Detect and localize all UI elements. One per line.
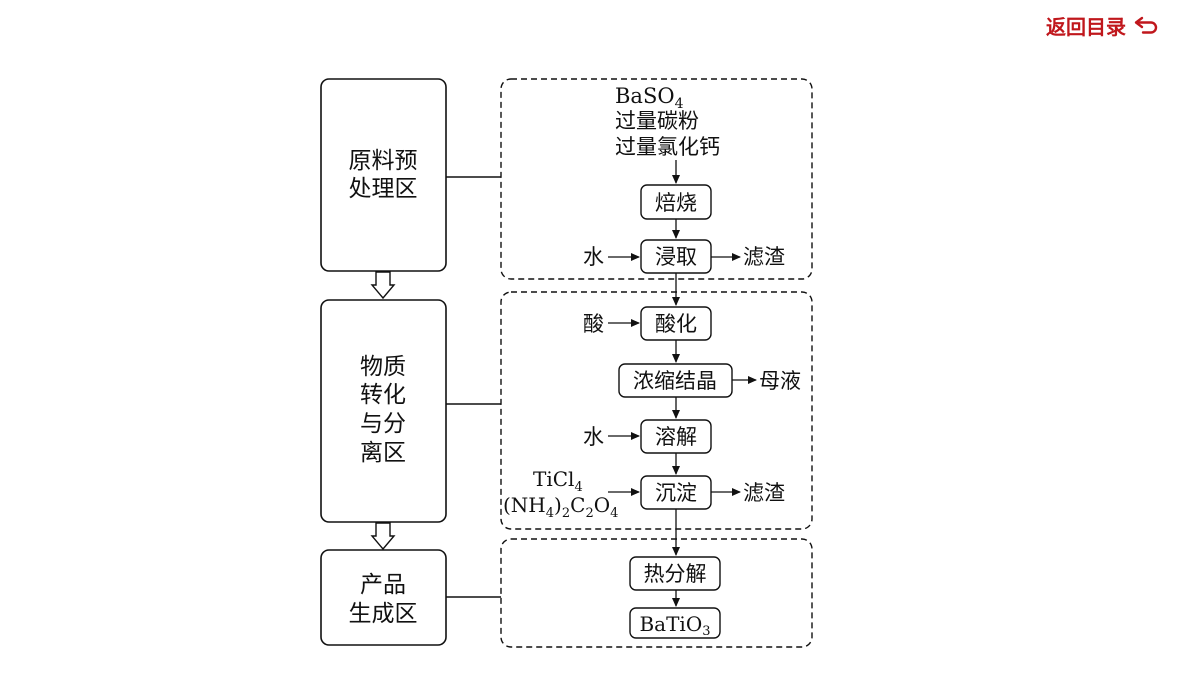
zone-product-label-line2: 生成区 <box>349 601 418 627</box>
return-arrow-icon <box>1134 16 1158 34</box>
input-ammonium-oxalate: (NH4)2C2O4 <box>503 493 618 521</box>
step-acidify-box <box>640 306 712 341</box>
zone-conversion-separation-box <box>320 299 447 523</box>
step-concentrate-label: 浓缩结晶 <box>633 369 717 393</box>
zone-conversion-label-line2: 转化 <box>360 382 406 408</box>
step-dissolve-label: 溶解 <box>655 425 697 449</box>
step-pyrolysis-label: 热分解 <box>644 562 707 586</box>
dashed-region-product <box>500 538 813 648</box>
step-acidify-label: 酸化 <box>655 312 697 336</box>
zone-pretreatment-label-line2: 处理区 <box>349 176 418 202</box>
hollow-down-arrow-1 <box>370 271 396 300</box>
input-excess-calcium-chloride: 过量氯化钙 <box>615 135 720 159</box>
zone-conversion-label-line1: 物质 <box>360 354 406 380</box>
input-excess-carbon: 过量碳粉 <box>615 109 699 133</box>
step-roast-box <box>640 184 712 220</box>
zone-pretreatment-box <box>320 78 447 272</box>
output-mother-liquor: 母液 <box>759 369 801 393</box>
input-water-dissolve: 水 <box>583 425 604 449</box>
step-roast-label: 焙烧 <box>655 191 697 215</box>
dashed-region-conversion <box>500 291 813 530</box>
dashed-region-pretreatment <box>500 78 813 280</box>
zone-conversion-label-line3: 与分 <box>360 411 406 437</box>
return-label: 返回目录 <box>1046 14 1126 39</box>
zone-pretreatment-label-line1: 原料预 <box>349 148 418 174</box>
input-acid: 酸 <box>583 312 604 336</box>
step-pyrolysis-box <box>629 556 721 591</box>
step-leach-label: 浸取 <box>655 245 697 269</box>
product-batio3-box <box>629 607 721 639</box>
input-water-leach: 水 <box>583 245 604 269</box>
zone-conversion-label-line4: 离区 <box>360 440 406 466</box>
product-batio3-label: BaTiO3 <box>639 612 710 639</box>
input-baso4: BaSO4 <box>615 84 684 112</box>
return-to-contents-link[interactable]: 返回目录 <box>1046 10 1160 40</box>
hollow-down-arrow-2 <box>370 522 396 551</box>
output-residue-2: 滤渣 <box>743 481 785 505</box>
step-dissolve-box <box>640 419 712 454</box>
step-precipitate-label: 沉淀 <box>655 481 697 505</box>
zone-product-label-line1: 产品 <box>360 572 406 598</box>
output-residue-1: 滤渣 <box>743 245 785 269</box>
input-ticl4: TiCl4 <box>533 467 583 495</box>
